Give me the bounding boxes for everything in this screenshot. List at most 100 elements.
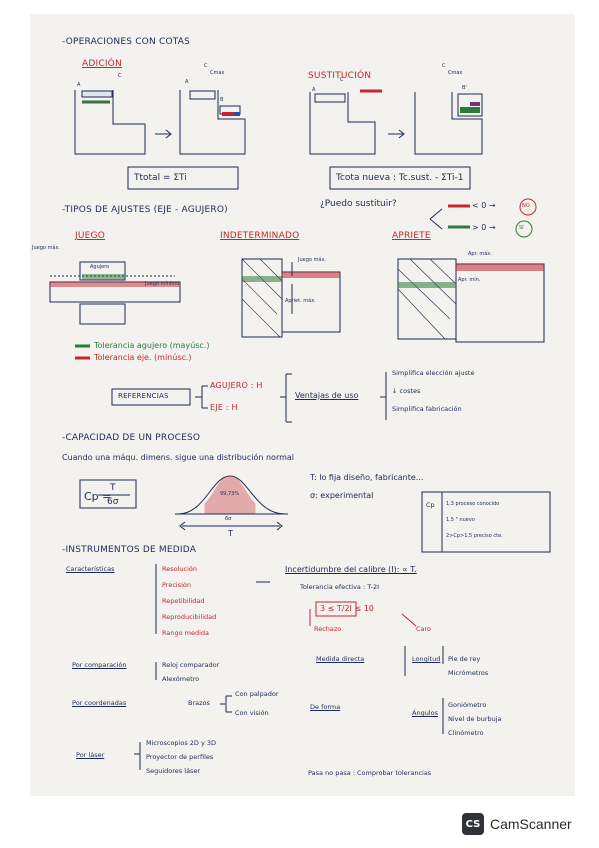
sust-label-a: A <box>312 87 316 93</box>
agujero-label: Agujero <box>90 264 110 270</box>
laser-item-3: Seguidores láser <box>146 767 201 775</box>
apriete-max-label: Apr. máx. <box>468 251 492 257</box>
sketches <box>49 89 551 770</box>
legend-red: Tolerancia eje. (minúsc.) <box>94 353 192 362</box>
t-description: T: lo fija diseño, fabricante... <box>310 473 424 482</box>
adicion-right-a: A <box>185 79 189 85</box>
apriete-hole <box>397 258 457 340</box>
rango: 3 ≤ T/2I ≤ 10 <box>320 604 374 613</box>
juego-title: Juego <box>75 231 105 241</box>
case-si: SÍ <box>519 225 524 231</box>
comparacion-item-1: Reloj comparador <box>162 661 220 669</box>
t-label: T <box>228 529 233 538</box>
ventajas-title: Ventajas de uso <box>295 391 359 400</box>
brazos-item-1: Con palpador <box>235 690 279 698</box>
tolerancia-efectiva: Tolerancia efectiva : T-2I <box>300 583 379 591</box>
adicion-formula: Ttotal = ΣTi <box>134 173 187 183</box>
sustitucion-title: Sustitución <box>308 71 372 81</box>
juego-min-label: Juego mínimo <box>145 281 180 287</box>
directa-label: Medida directa <box>316 655 365 663</box>
referencias-box <box>111 388 191 406</box>
angulos-label: Ángulos <box>412 709 438 717</box>
apriete-min-label: Apr. mín. <box>458 277 481 283</box>
pct-label: 99,73% <box>220 491 240 497</box>
sust-right-c: C <box>442 63 446 69</box>
longitud-item-1: Pie de rey <box>448 655 481 663</box>
adicion-right-cmax: Cmax <box>210 70 225 76</box>
legend-green: Tolerancia agujero (mayúsc.) <box>94 341 210 350</box>
coordenadas-label: Por coordenadas <box>72 699 127 707</box>
cp-table-row-1: 1,3 proceso conocido <box>446 501 500 507</box>
cp-label: Cp = <box>84 490 112 503</box>
sust-part-left <box>309 92 376 155</box>
ventaja-2: ↓ costes <box>392 387 421 395</box>
indet-juego-max: Juego máx. <box>298 257 327 263</box>
comparacion-item-2: Alexómetro <box>162 675 200 683</box>
indeterminado-title: Indeterminado <box>220 231 300 241</box>
adicion-part-left <box>74 90 146 155</box>
adicion-formula-box <box>127 166 239 190</box>
sust-formula-box <box>329 166 471 190</box>
forma-label: De forma <box>310 703 341 711</box>
adicion-label-a: A <box>77 82 81 88</box>
juego-max-label: Juego máx. <box>32 245 61 251</box>
cp-denominator: 6σ <box>107 497 119 507</box>
rechazo-label: Rechazo <box>314 625 342 633</box>
sust-arrow <box>388 129 405 139</box>
incertidumbre: Incertidumbre del calibre (I): ∝ T. <box>285 565 417 574</box>
adicion-label-c: C <box>118 73 122 79</box>
normal-curve <box>177 475 286 515</box>
apriete-title: Apriete <box>392 231 431 241</box>
caract-item-3: Repetibilidad <box>162 597 205 605</box>
camscanner-logo-icon: CS <box>462 813 484 835</box>
adicion-right-b: B <box>220 97 224 103</box>
brazos-label: Brazos <box>188 699 210 707</box>
sigma6-label: 6σ <box>225 516 232 522</box>
scanned-notes-page: -Operaciones con cotas Adición Sustituci… <box>30 14 575 796</box>
juego-hole-bottom <box>79 303 126 325</box>
ref-agujero: Agujero : H <box>210 381 263 390</box>
sust-formula: Tcota nueva : Tc.sust. - ΣTi-1 <box>336 173 464 183</box>
caro-label: Caro <box>416 625 432 633</box>
adicion-arrow <box>155 129 172 139</box>
ventaja-3: Simplifica fabricación <box>392 405 462 413</box>
cp-box <box>79 479 137 509</box>
rango-box <box>315 601 357 617</box>
sust-right-cmax: Cmax <box>448 70 463 76</box>
laser-label: Por láser <box>76 751 105 759</box>
capacidad-intro: Cuando una máqu. dimens. sigue una distr… <box>62 453 295 462</box>
comparacion-label: Por comparación <box>72 661 127 669</box>
caracteristicas-label: Características <box>66 565 115 573</box>
angulos-item-2: Nivel de burbuja <box>448 715 502 723</box>
caract-item-2: Precisión <box>162 581 192 589</box>
sust-right-b-prime: B' <box>462 85 467 91</box>
angulos-item-3: Clinómetro <box>448 729 484 737</box>
caract-item-1: Resolución <box>162 565 197 573</box>
brazos-item-2: Con visión <box>235 709 269 717</box>
camscanner-text: CamScanner <box>490 816 572 832</box>
section-title-instrumentos: -Instrumentos de medida <box>62 545 197 555</box>
sigma-description: σ: experimental <box>310 491 374 500</box>
cp-table-row-2: 1,5 " nuevo <box>446 517 475 523</box>
caract-item-4: Reproducibilidad <box>162 613 217 621</box>
apriete-shaft <box>455 263 545 343</box>
section-title-ajustes: -Tipos de ajustes (eje - agujero) <box>62 205 228 215</box>
case-gt-zero: > 0 → <box>472 223 496 232</box>
section-title-operaciones: -Operaciones con cotas <box>62 37 190 47</box>
angulos-item-1: Goniómetro <box>448 701 487 709</box>
camscanner-watermark: CS CamScanner <box>462 813 572 835</box>
caract-item-5: Rango medida <box>162 629 210 637</box>
adicion-part-right <box>179 90 246 155</box>
cp-table-row-3: 2>Cp>1,5 preciso cte. <box>446 533 503 539</box>
pasa-no-pasa: Pasa no pasa : Comprobar tolerancias <box>308 769 432 777</box>
puedo-sustituir-question: ¿Puedo sustituir? <box>320 199 397 209</box>
case-lt-zero: < 0 → <box>472 201 496 210</box>
section-title-capacidad: -Capacidad de un proceso <box>62 433 201 443</box>
sust-part-right <box>414 92 483 155</box>
case-no: NO <box>522 203 530 209</box>
sust-label-c: C <box>340 77 344 83</box>
indet-apriete-max: Apriet. máx. <box>285 298 316 304</box>
referencias-label: Referencias <box>118 392 169 400</box>
longitud-label: Longitud <box>412 655 441 663</box>
cp-numerator: T <box>110 483 116 493</box>
